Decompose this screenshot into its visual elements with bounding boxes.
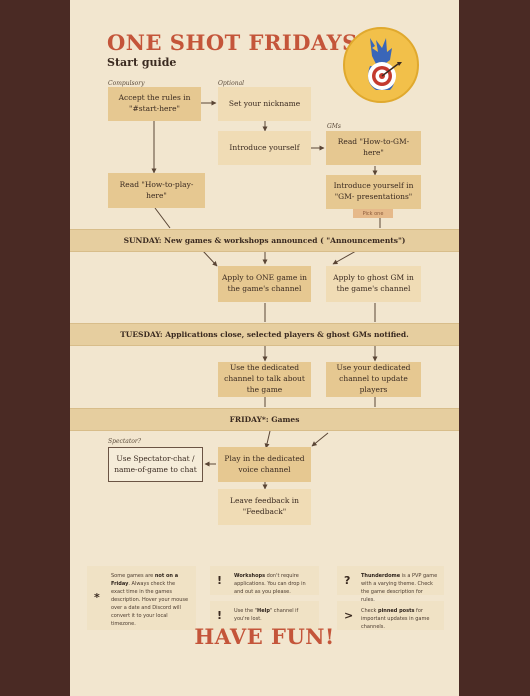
- step-spectator-chat: Use Spectator-chat / name-of-game to cha…: [108, 447, 203, 482]
- note-help: ! Use the "Help" channel if you're lost.: [210, 601, 319, 630]
- exclamation-icon: !: [217, 573, 223, 587]
- step-use-your-dedicated-channel: Use your dedicated channel to update pla…: [326, 362, 421, 397]
- step-apply-ghost-gm: Apply to ghost GM in the game's channel: [326, 266, 421, 302]
- note-thunderdome: ? Thunderdome is a PVP game with a varyi…: [337, 566, 444, 603]
- label-spectator: Spectator?: [108, 438, 141, 445]
- step-read-how-to-gm: Read "How-to-GM-here": [326, 131, 421, 165]
- step-play-voice: Play in the dedicated voice channel: [218, 447, 311, 482]
- exclamation-icon: !: [217, 608, 223, 622]
- step-leave-feedback: Leave feedback in "Feedback": [218, 489, 311, 525]
- step-read-how-to-play: Read "How-to-play-here": [108, 173, 205, 208]
- note-not-friday: * Some games are not on a Friday. Always…: [87, 566, 196, 630]
- step-set-nickname: Set your nickname: [218, 87, 311, 121]
- chevron-right-icon: >: [344, 608, 354, 622]
- step-introduce-yourself: Introduce yourself: [218, 131, 311, 165]
- left-border: [0, 0, 70, 696]
- label-optional: Optional: [218, 80, 245, 87]
- note-workshops: ! Workshops don't require applications. …: [210, 566, 319, 595]
- band-sunday: SUNDAY: New games & workshops announced …: [70, 229, 459, 252]
- asterisk-icon: *: [94, 591, 100, 605]
- pick-one-tag: Pick one: [353, 209, 393, 218]
- page-subtitle: Start guide: [107, 56, 177, 69]
- step-accept-rules: Accept the rules in "#start-here": [108, 87, 201, 121]
- dragon-with-target-icon: [343, 27, 419, 103]
- step-use-dedicated-channel: Use the dedicated channel to talk about …: [218, 362, 311, 397]
- step-introduce-gm: Introduce yourself in "GM- presentations…: [326, 175, 421, 209]
- right-border: [459, 0, 530, 696]
- label-compulsory: Compulsory: [108, 80, 145, 87]
- footer-have-fun: HAVE FUN!: [194, 624, 335, 649]
- step-apply-one-game: Apply to ONE game in the game's channel: [218, 266, 311, 302]
- note-pinned-posts: > Check pinned posts for important updat…: [337, 601, 444, 630]
- question-icon: ?: [344, 573, 351, 587]
- band-tuesday: TUESDAY: Applications close, selected pl…: [70, 323, 459, 346]
- page-title: ONE SHOT FRIDAYS: [107, 30, 358, 55]
- band-friday: FRIDAY*: Games: [70, 408, 459, 431]
- label-gms: GMs: [327, 123, 342, 130]
